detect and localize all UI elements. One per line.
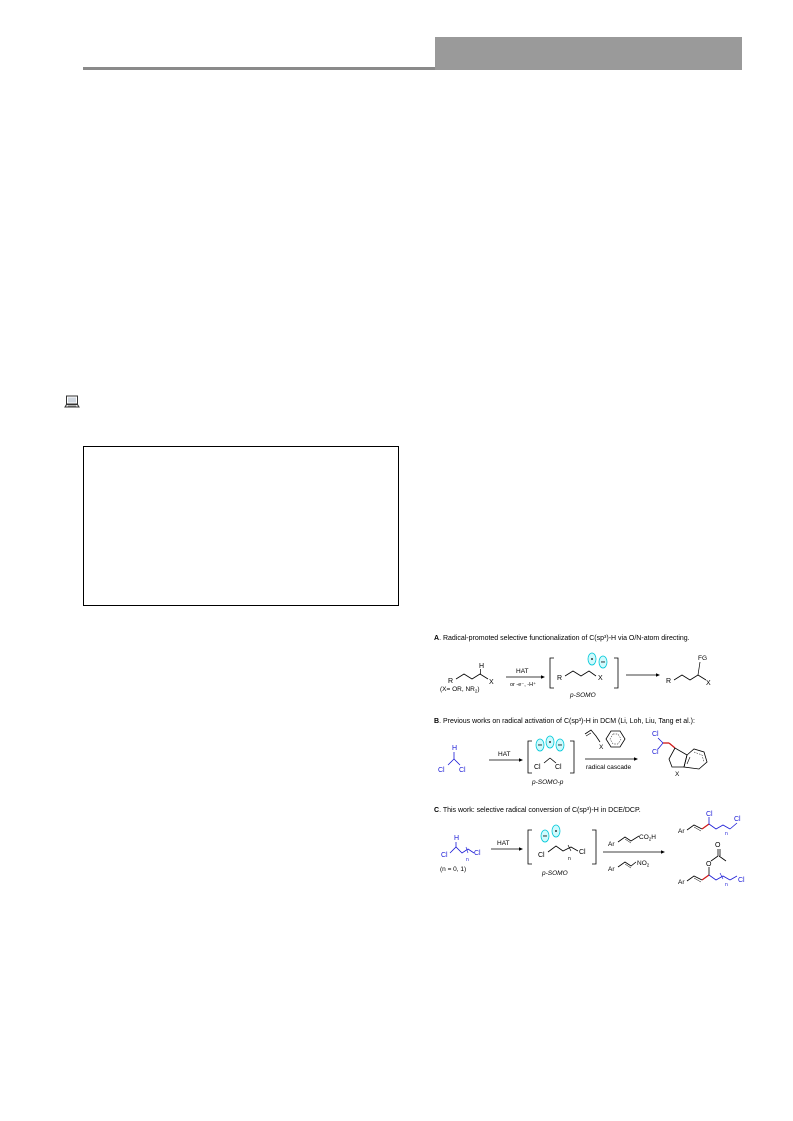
panel-a-substrate <box>455 673 489 680</box>
panel-c-reagent: HAT <box>497 840 510 847</box>
panel-a: A. Radical-promoted selective functional… <box>434 635 711 699</box>
panel-c: C. This work: selective radical conversi… <box>434 807 745 888</box>
panel-b-title: . Previous works on radical activation o… <box>439 718 695 725</box>
svg-text:R: R <box>666 678 671 685</box>
svg-text:NO2: NO2 <box>637 860 650 868</box>
reaction-scheme: A. Radical-promoted selective functional… <box>434 635 745 888</box>
svg-text:Cl: Cl <box>738 877 745 884</box>
panel-a-title: . Radical-promoted selective functionali… <box>439 635 690 642</box>
svg-text:Cl: Cl <box>579 849 586 856</box>
panel-c-title: . This work: selective radical conversio… <box>439 807 641 814</box>
panel-a-reagent-bottom: or -e⁻, -H⁺ <box>510 681 536 688</box>
svg-text:X: X <box>598 675 603 682</box>
svg-text:B. Previous works on radical a: B. Previous works on radical activation … <box>434 718 695 725</box>
panel-a-reagent-top: HAT <box>516 668 529 675</box>
panel-a-substrate-note: (X= OR, NR <box>440 686 475 693</box>
svg-text:Ar: Ar <box>608 866 615 873</box>
empty-frame <box>83 446 399 606</box>
svg-text:A. Radical-promoted selective: A. Radical-promoted selective functional… <box>434 635 690 642</box>
svg-text:n: n <box>568 856 571 862</box>
panel-b-letter: B <box>434 718 439 725</box>
svg-text:Cl: Cl <box>474 850 481 857</box>
panel-c-acid: CO <box>639 834 649 841</box>
svg-text:H: H <box>454 835 459 842</box>
svg-text:R: R <box>557 675 562 682</box>
svg-text:Cl: Cl <box>734 816 741 823</box>
panel-a-letter: A <box>434 635 439 642</box>
svg-text:n: n <box>725 882 728 888</box>
panel-b-reagent: HAT <box>498 751 511 758</box>
svg-text:CO2H: CO2H <box>639 834 656 842</box>
svg-text:Cl: Cl <box>652 749 659 756</box>
svg-text:X: X <box>675 771 680 778</box>
panel-b-intermediate: p-SOMO-p <box>531 779 564 786</box>
panel-a-atom-h: H <box>479 663 484 670</box>
svg-text:C. This work: selective radica: C. This work: selective radical conversi… <box>434 807 641 814</box>
svg-text:X: X <box>599 744 604 751</box>
panel-c-intermediate: p-SOMO <box>541 870 568 877</box>
svg-text:Cl: Cl <box>706 811 713 818</box>
header-rule <box>83 67 435 70</box>
svg-text:Cl: Cl <box>538 852 545 859</box>
header-bar <box>435 37 742 70</box>
svg-text:n: n <box>466 857 469 863</box>
svg-text:Cl: Cl <box>441 852 448 859</box>
computer-icon <box>64 395 80 408</box>
panel-a-atom-x: X <box>489 679 494 686</box>
panel-a-atom-r: R <box>448 678 453 685</box>
svg-text:Cl: Cl <box>555 764 562 771</box>
svg-text:Cl: Cl <box>652 731 659 738</box>
svg-text:(X= OR, NR2): (X= OR, NR2) <box>440 686 480 694</box>
svg-text:X: X <box>706 680 711 687</box>
panel-b: B. Previous works on radical activation … <box>434 718 708 786</box>
panel-c-letter: C <box>434 807 439 814</box>
svg-text:Ar: Ar <box>608 841 615 848</box>
panel-c-n-note: (n = 0, 1) <box>440 866 466 873</box>
panel-b-cascade: radical cascade <box>586 764 632 771</box>
svg-text:Ar: Ar <box>678 879 685 886</box>
svg-text:O: O <box>706 861 712 868</box>
svg-text:O: O <box>715 842 721 849</box>
svg-text:Cl: Cl <box>534 764 541 771</box>
panel-b-atom-h: H <box>452 745 457 752</box>
orbital-lobe <box>598 655 608 669</box>
panel-a-product-fg: FG <box>698 655 707 662</box>
svg-text:n: n <box>725 831 728 837</box>
svg-text:Cl: Cl <box>459 767 466 774</box>
svg-text:Cl: Cl <box>438 767 445 774</box>
panel-a-intermediate: p-SOMO <box>569 692 596 699</box>
panel-c-nitro: NO <box>637 860 647 867</box>
svg-text:Ar: Ar <box>678 828 685 835</box>
